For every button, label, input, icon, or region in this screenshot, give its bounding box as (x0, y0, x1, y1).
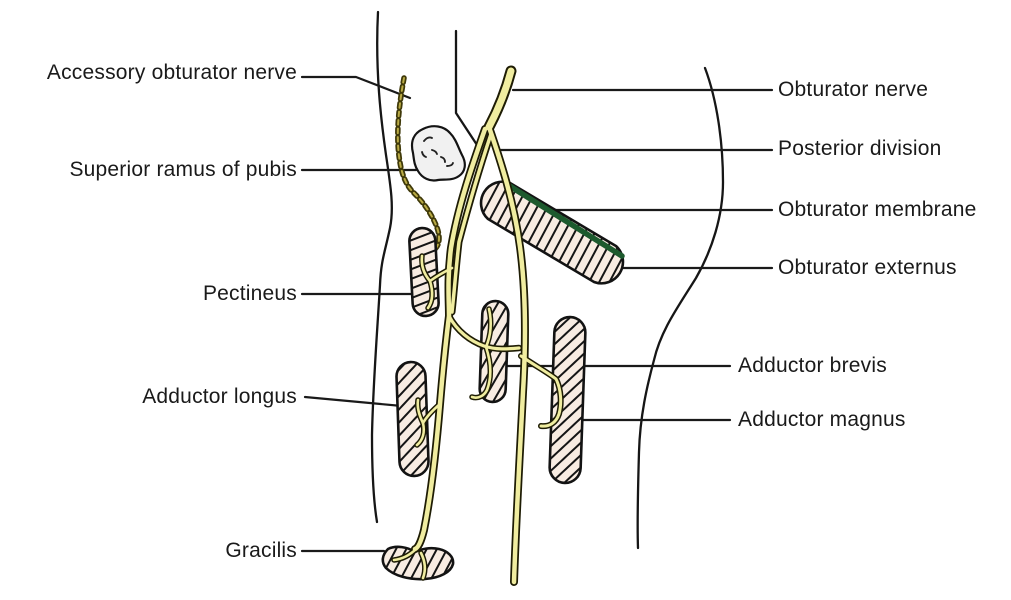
leader-adductor-longus (303, 395, 404, 408)
branch-to-gracilis-down (419, 551, 427, 580)
pelvis-boundary-line (454, 29, 481, 150)
branch-to-pectineus-lower (426, 279, 434, 310)
anterior-division-strand (450, 132, 493, 314)
posterior-division-path (486, 124, 528, 585)
label-gracilis: Gracilis (225, 539, 297, 562)
label-superior-ramus-of-pubis: Superior ramus of pubis (69, 158, 297, 181)
label-posterior-division: Posterior division (778, 137, 942, 160)
branch-to-adductor-magnus (519, 354, 563, 428)
body-outline-left (370, 10, 394, 524)
branch-to-pectineus (428, 266, 454, 283)
branch-to-adductor-longus-lower (415, 421, 426, 447)
adductor-magnus-muscle (548, 315, 587, 485)
branch-to-adductor-longus (421, 402, 442, 425)
branch-to-adductor-brevis-lower (470, 345, 492, 399)
branch-to-pectineus-upper (420, 254, 432, 283)
label-adductor-magnus: Adductor magnus (738, 408, 906, 431)
label-obturator-membrane: Obturator membrane (778, 198, 977, 221)
pubis-stipple-marks (421, 136, 454, 167)
obturator-membrane-line (505, 182, 625, 259)
label-pectineus: Pectineus (202, 282, 297, 305)
obturator-nerve-main (485, 67, 515, 131)
label-obturator-nerve: Obturator nerve (778, 78, 929, 101)
branch-to-adductor-brevis-upper (484, 307, 492, 349)
label-obturator-externus: Obturator externus (778, 256, 957, 279)
branch-to-adductor-brevis (447, 314, 521, 351)
superior-ramus-of-pubis-shape (410, 125, 466, 182)
branch-to-adductor-longus-upper (416, 398, 425, 425)
obturator-externus-muscle (479, 180, 625, 285)
branch-to-gracilis-left (392, 547, 418, 562)
leader-accessory-obturator-nerve (300, 75, 412, 100)
label-adductor-brevis: Adductor brevis (738, 354, 887, 377)
leader-lines (300, 75, 774, 553)
obturator-nerve-trunk (392, 67, 563, 585)
label-accessory-obturator-nerve: Accessory obturator nerve (46, 61, 297, 84)
label-adductor-longus: Adductor longus (142, 385, 297, 408)
anterior-division-path (412, 126, 488, 552)
body-outline-right (636, 66, 725, 550)
